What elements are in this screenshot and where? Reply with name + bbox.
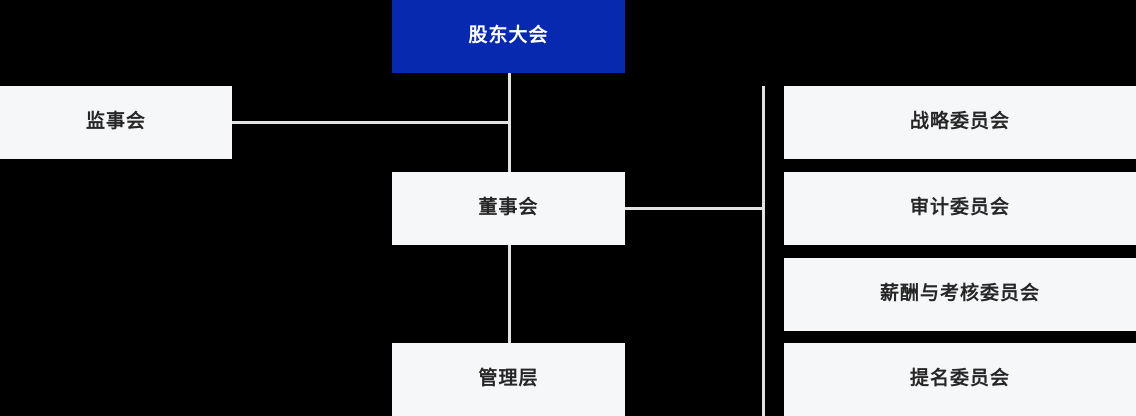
org-node-nomination-committee[interactable]: 提名委员会: [784, 343, 1136, 416]
connector-directors-to-management: [508, 245, 511, 343]
org-node-board-of-directors[interactable]: 董事会: [392, 172, 625, 245]
org-node-label-compensation-appraisal-committee: 薪酬与考核委员会: [879, 283, 1040, 305]
org-node-label-audit-committee: 审计委员会: [909, 197, 1010, 219]
org-node-strategy-committee[interactable]: 战略委员会: [784, 86, 1136, 159]
org-node-shareholders-meeting[interactable]: 股东大会: [392, 0, 625, 73]
org-node-label-board-of-supervisors: 监事会: [85, 111, 146, 133]
org-node-label-strategy-committee: 战略委员会: [909, 111, 1010, 133]
org-node-label-shareholders-meeting: 股东大会: [468, 25, 549, 47]
org-node-label-management: 管理层: [478, 368, 539, 390]
connector-committee-trunk: [762, 86, 765, 416]
org-node-label-nomination-committee: 提名委员会: [909, 368, 1010, 390]
org-node-management[interactable]: 管理层: [392, 343, 625, 416]
connector-directors-to-committee-trunk: [625, 207, 765, 210]
org-node-audit-committee[interactable]: 审计委员会: [784, 172, 1136, 245]
connector-supervisors-to-trunk: [232, 121, 511, 124]
org-node-board-of-supervisors[interactable]: 监事会: [0, 86, 232, 159]
org-node-label-board-of-directors: 董事会: [478, 197, 539, 219]
org-node-compensation-appraisal-committee[interactable]: 薪酬与考核委员会: [784, 258, 1136, 331]
